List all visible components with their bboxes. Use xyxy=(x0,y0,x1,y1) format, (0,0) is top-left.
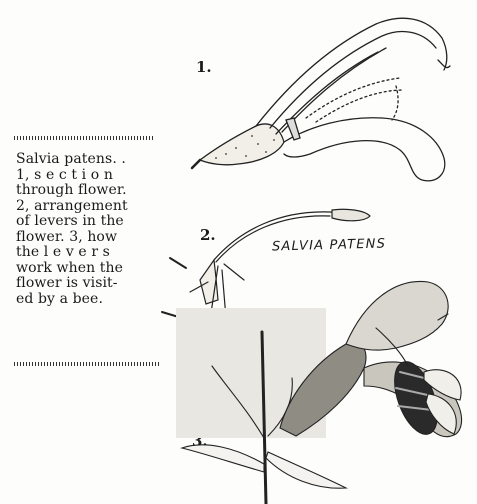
bee-visit-illustration xyxy=(176,268,476,504)
caption-bottom-rule xyxy=(14,362,160,366)
caption-top-rule xyxy=(14,136,154,140)
flower-section-illustration xyxy=(186,8,466,198)
figure-caption: Salvia patens. . 1, s e c t i o n throug… xyxy=(16,152,166,307)
